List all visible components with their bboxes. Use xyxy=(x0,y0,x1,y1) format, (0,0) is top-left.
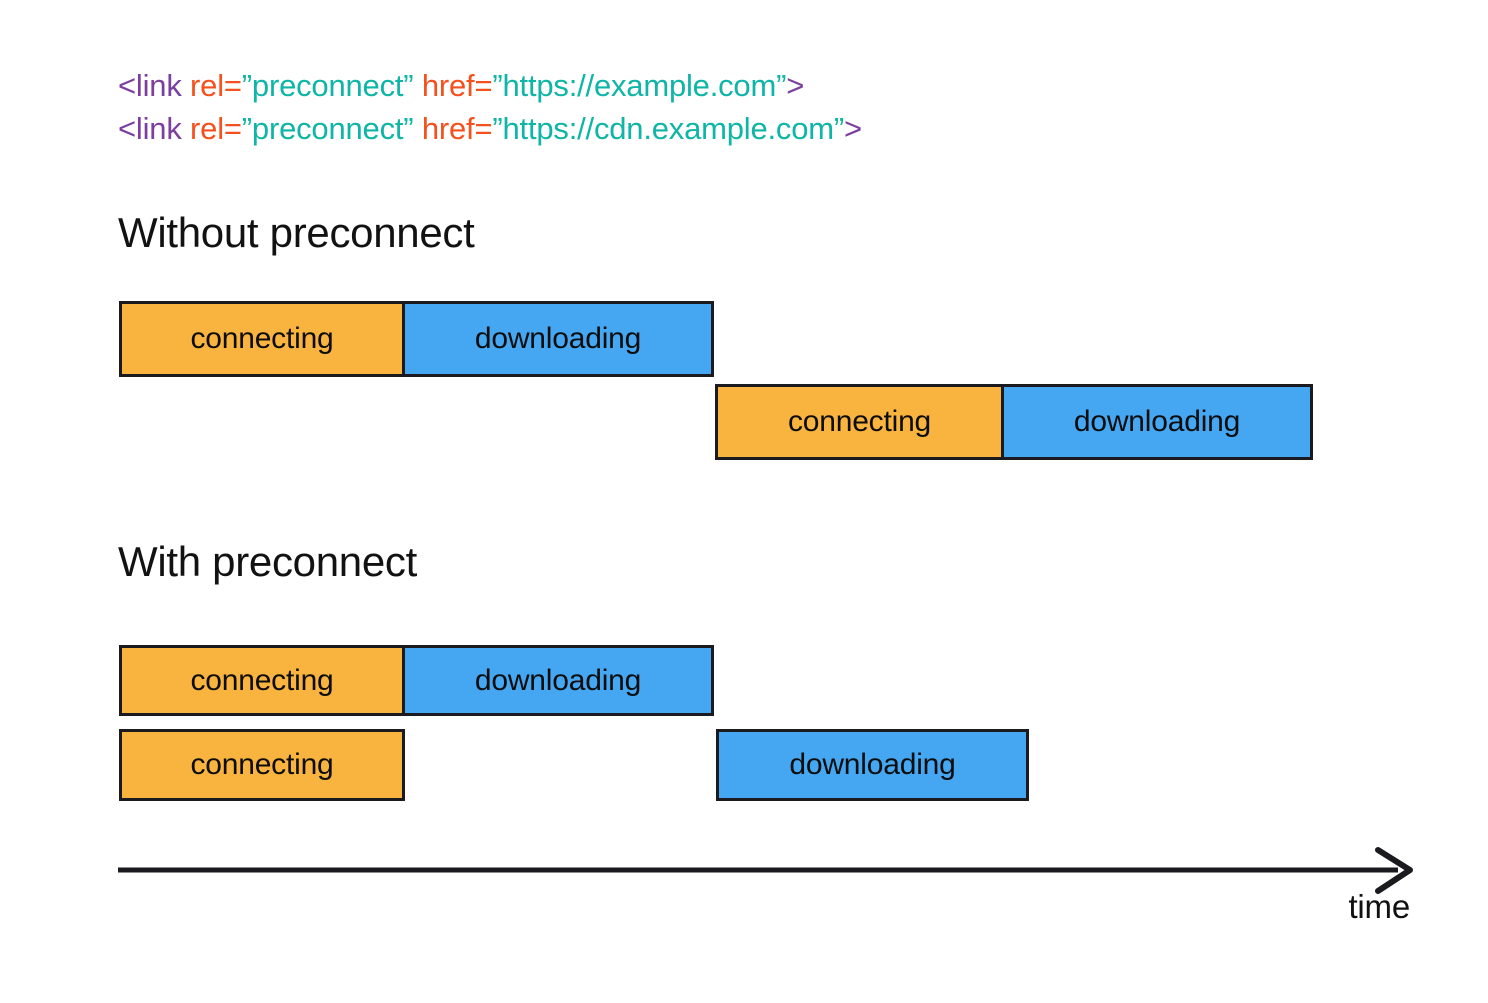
bar-segment-connecting: connecting xyxy=(119,729,405,801)
code-line-2: <link rel=”preconnect” href=”https://cdn… xyxy=(118,107,862,150)
bar-segment-downloading: downloading xyxy=(402,645,714,716)
code-attr-rel: rel= xyxy=(181,68,242,103)
code-tag-close: > xyxy=(786,68,805,103)
heading-without-preconnect: Without preconnect xyxy=(118,209,475,256)
bar-segment-downloading: downloading xyxy=(1001,384,1313,460)
bar-segment-downloading: downloading xyxy=(716,729,1029,801)
code-value-rel: ”preconnect” xyxy=(241,68,414,103)
code-snippet: <link rel=”preconnect” href=”https://exa… xyxy=(118,64,862,150)
bar-segment-connecting: connecting xyxy=(715,384,1004,460)
code-value-rel: ”preconnect” xyxy=(241,111,414,146)
bar-segment-connecting: connecting xyxy=(119,301,405,377)
code-tag-open: <link xyxy=(118,111,182,146)
time-axis-label: time xyxy=(1348,888,1410,925)
code-tag-open: <link xyxy=(118,68,182,103)
code-line-1: <link rel=”preconnect” href=”https://exa… xyxy=(118,64,862,107)
heading-with-preconnect: With preconnect xyxy=(118,538,417,585)
code-value-href: ”https://cdn.example.com” xyxy=(492,111,845,146)
code-attr-rel: rel= xyxy=(181,111,242,146)
code-attr-href: href= xyxy=(413,68,493,103)
bar-segment-downloading: downloading xyxy=(402,301,714,377)
time-axis-arrow xyxy=(118,847,1413,894)
code-tag-close: > xyxy=(844,111,862,146)
code-attr-href: href= xyxy=(413,111,493,146)
bar-segment-connecting: connecting xyxy=(119,645,405,716)
code-value-href: ”https://example.com” xyxy=(492,68,787,103)
